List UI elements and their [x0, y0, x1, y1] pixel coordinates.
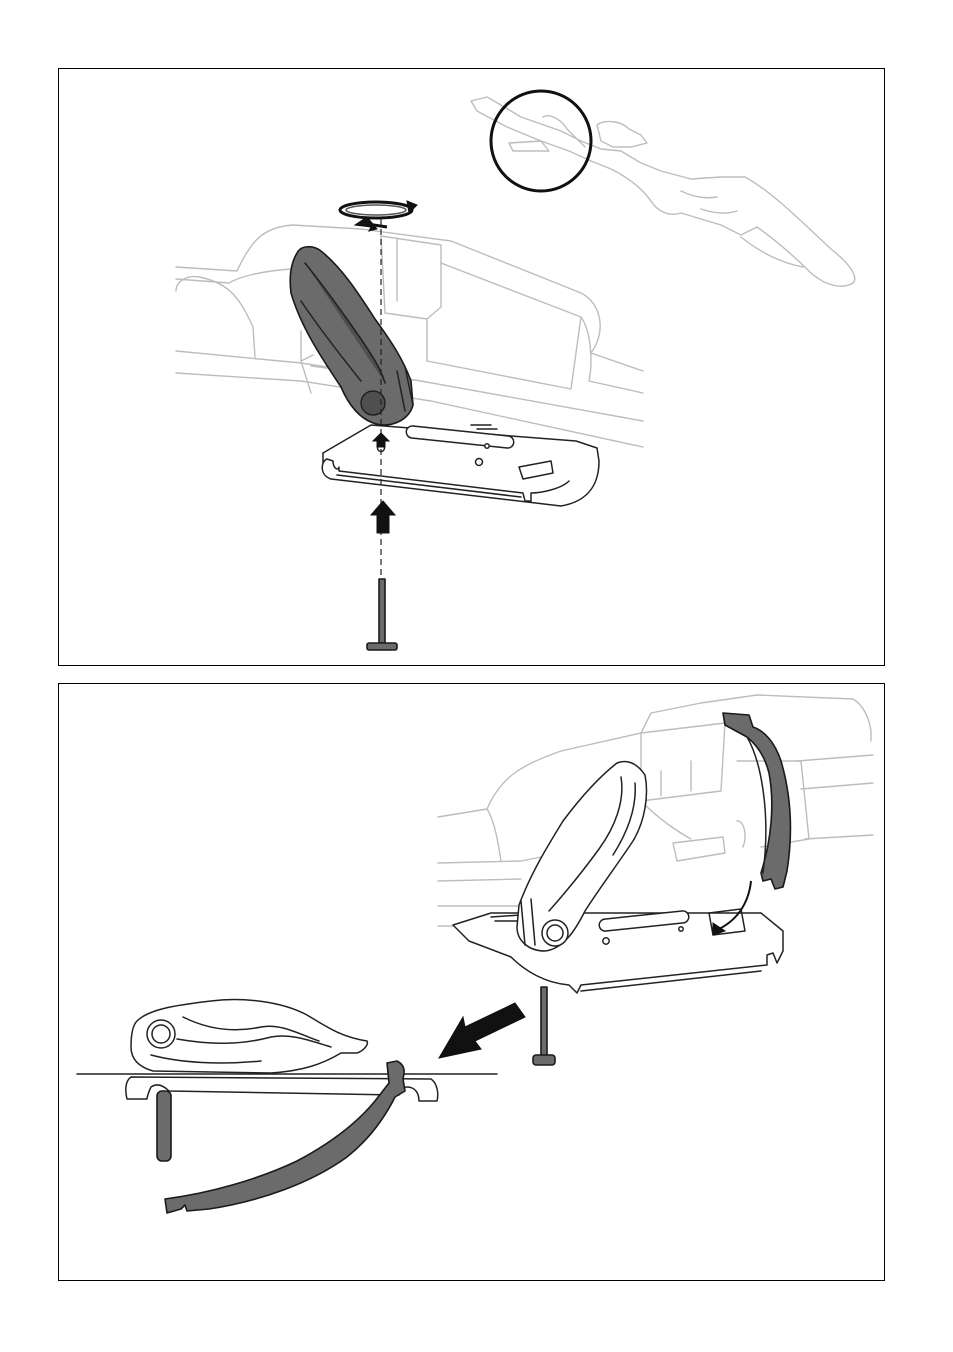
lever-clamp	[290, 247, 413, 425]
step-illustration-top	[59, 69, 884, 665]
roof-bar	[438, 695, 873, 926]
rotate-arrow-icon	[340, 201, 417, 231]
t-bolt	[533, 987, 555, 1065]
diagonal-arrow-icon	[439, 1003, 525, 1058]
step-panel-bottom	[58, 683, 885, 1281]
step-panel-top	[58, 68, 885, 666]
t-bolt	[367, 579, 397, 650]
hand-with-tool	[471, 97, 855, 286]
mounting-plate	[322, 425, 599, 506]
up-arrow-icon	[371, 501, 395, 533]
mounting-plate	[453, 909, 783, 993]
strap	[723, 713, 790, 889]
side-view-assembly	[77, 1000, 497, 1213]
step-illustration-bottom	[59, 684, 884, 1280]
